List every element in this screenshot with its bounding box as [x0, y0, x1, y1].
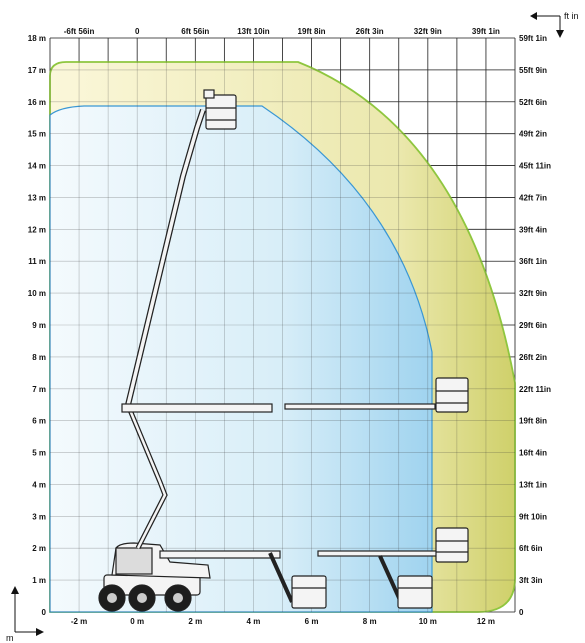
unit-indicator-m: m	[6, 586, 44, 643]
bottom-axis-label: 8 m	[363, 617, 377, 626]
right-axis-label: 29ft 6in	[519, 321, 547, 330]
top-axis-label: 6ft 56in	[181, 27, 209, 36]
left-axis-label: 17 m	[28, 66, 46, 75]
right-axis-label: 22ft 11in	[519, 385, 551, 394]
bottom-axis-label: -2 m	[71, 617, 87, 626]
left-axis-label: 5 m	[32, 449, 46, 458]
bottom-axis-label: 10 m	[419, 617, 437, 626]
bottom-axis-label: 6 m	[305, 617, 319, 626]
right-axis-label: 16ft 4in	[519, 449, 547, 458]
left-axis-label: 3 m	[32, 512, 46, 521]
left-axis-label: 0	[42, 608, 47, 617]
right-axis-label: 9ft 10in	[519, 512, 547, 521]
left-axis-label: 4 m	[32, 480, 46, 489]
right-axis-label: 3ft 3in	[519, 576, 543, 585]
left-axis-label: 11 m	[28, 257, 46, 266]
counterweight	[115, 547, 153, 575]
ground-basket-1	[291, 575, 327, 609]
left-axis-label: 8 m	[32, 353, 46, 362]
right-axis-label: 13ft 1in	[519, 480, 547, 489]
left-axis-label: 13 m	[28, 193, 46, 202]
axis-labels-bottom: -2 m 0 m 2 m 4 m 6 m 8 m 10 m 12 m	[71, 617, 495, 626]
right-axis-label: 36ft 1in	[519, 257, 547, 266]
top-axis-label: 0	[135, 27, 140, 36]
top-axis-label: -6ft 56in	[64, 27, 95, 36]
left-axis-label: 10 m	[28, 289, 46, 298]
right-axis-label: 59ft 1in	[519, 34, 547, 43]
right-axis-label: 39ft 4in	[519, 225, 547, 234]
right-axis-label: 26ft 2in	[519, 353, 547, 362]
left-axis-label: 6 m	[32, 417, 46, 426]
unit-indicator-ft: ft in	[530, 11, 579, 38]
top-axis-label: 32ft 9in	[414, 27, 442, 36]
left-axis-label: 7 m	[32, 385, 46, 394]
right-axis-label: 0	[519, 608, 524, 617]
inner-envelope	[49, 105, 433, 613]
top-basket	[205, 94, 237, 130]
axis-labels-top: -6ft 56in 0 6ft 56in 13ft 10in 19ft 8in 26ft …	[64, 27, 500, 36]
right-axis-label: 32ft 9in	[519, 289, 547, 298]
bottom-axis-label: 12 m	[477, 617, 495, 626]
ground-basket-2	[397, 575, 433, 609]
left-axis-label: 15 m	[28, 130, 46, 139]
right-axis-label: 49ft 2in	[519, 130, 547, 139]
bottom-axis-label: 0 m	[130, 617, 144, 626]
right-axis-label: 52ft 6in	[519, 98, 547, 107]
left-axis-label: 14 m	[28, 162, 46, 171]
top-axis-label: 19ft 8in	[298, 27, 326, 36]
axis-labels-right: 0 3ft 3in 6ft 6in 9ft 10in 13ft 1in 16ft 4in 1…	[519, 34, 551, 617]
mid-horizontal-boom	[121, 403, 273, 413]
lift-machine-illustration	[98, 89, 469, 612]
right-axis-label: 6ft 6in	[519, 544, 543, 553]
right-axis-label: 55ft 9in	[519, 66, 547, 75]
top-axis-label: 26ft 3in	[356, 27, 384, 36]
left-axis-label: 9 m	[32, 321, 46, 330]
left-axis-label: 1 m	[32, 576, 46, 585]
mid-basket	[435, 377, 469, 413]
top-axis-label: 13ft 10in	[237, 27, 270, 36]
right-axis-label: 42ft 7in	[519, 193, 547, 202]
axis-labels-left: 0 1 m 2 m 3 m 4 m 5 m 6 m 7 m 8 m 9 m 10 m 11 m 12 m…	[28, 34, 47, 617]
ground-arm-2	[378, 555, 402, 601]
top-axis-label: 39ft 1in	[472, 27, 500, 36]
left-axis-label: 12 m	[28, 225, 46, 234]
grid-overlay	[49, 37, 516, 613]
left-axis-label: 18 m	[28, 34, 46, 43]
bottom-axis-label: 2 m	[188, 617, 202, 626]
low-horizontal-boom	[159, 550, 281, 559]
ground-arm-1	[268, 552, 294, 603]
right-axis-label: 19ft 8in	[519, 417, 547, 426]
unit-m-label: m	[6, 633, 14, 643]
right-axis-label: 45ft 11in	[519, 162, 551, 171]
low-basket-right	[435, 527, 469, 563]
left-axis-label: 16 m	[28, 98, 46, 107]
left-axis-label: 2 m	[32, 544, 46, 553]
unit-ft-label: ft in	[564, 11, 579, 21]
bottom-axis-label: 4 m	[247, 617, 261, 626]
